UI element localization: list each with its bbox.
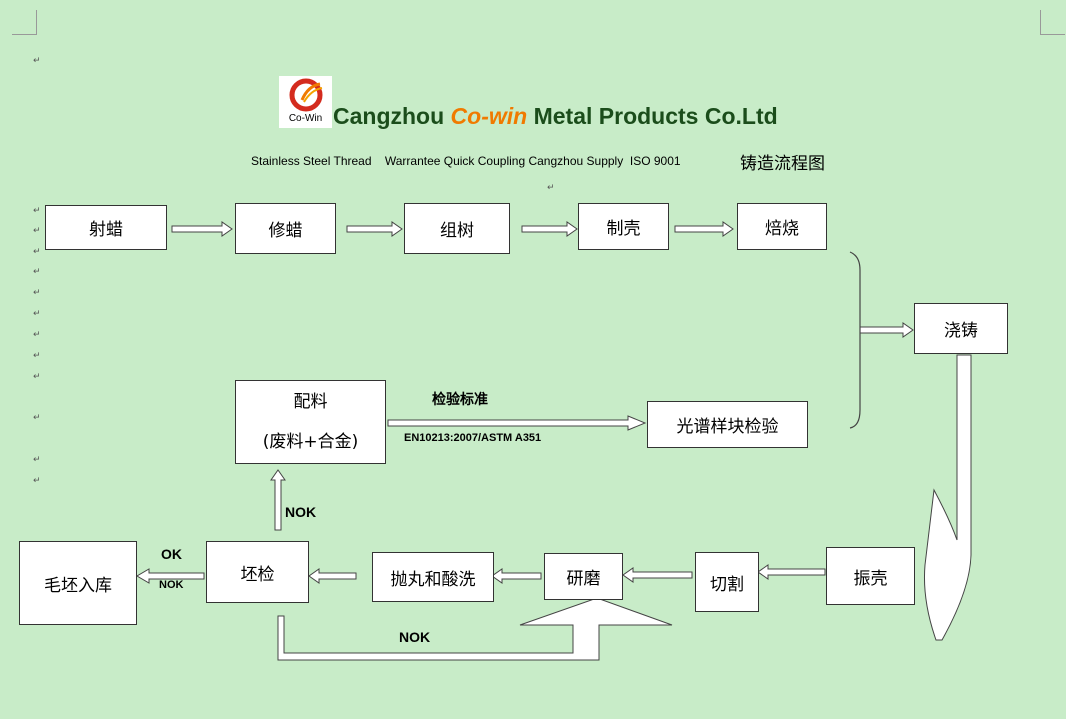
step-pouring: 浇铸 [914, 303, 1008, 354]
batching-line-1: 配料 [293, 392, 328, 412]
arrow-right [674, 221, 734, 237]
step-tree-assembly: 组树 [404, 203, 510, 254]
step-shell-making: 制壳 [578, 203, 669, 250]
paragraph-mark: ↵ [33, 330, 41, 340]
step-spectral-test: 光谱样块检验 [647, 401, 808, 448]
paragraph-mark: ↵ [33, 413, 41, 423]
subtitle: Stainless Steel Thread Warrantee Quick C… [251, 154, 681, 168]
paragraph-mark: ↵ [33, 455, 41, 465]
standard-codes-label: EN10213:2007/ASTM A351 [404, 432, 542, 444]
arrow-left [622, 567, 693, 583]
paragraph-mark: ↵ [33, 351, 41, 361]
paragraph-mark: ↵ [33, 309, 41, 319]
arrow-left [308, 568, 357, 584]
step-cutting: 切割 [695, 552, 759, 612]
title-part-1: Cangzhou [333, 103, 451, 129]
nok-bottom-label: NOK [399, 629, 431, 645]
ok-label: OK [161, 546, 182, 562]
batching-line-2: (废料+合金) [262, 432, 359, 452]
arrow-right [387, 415, 647, 431]
corner-mark-top-left [12, 10, 37, 35]
arrow-left [757, 564, 826, 580]
title-part-2: Metal Products Co.Ltd [527, 103, 778, 129]
inspection-standard-label: 检验标准 [432, 391, 488, 407]
paragraph-mark: ↵ [33, 226, 41, 236]
title-accent: Co-win [450, 103, 528, 129]
arrow-right [346, 221, 403, 237]
arrow-left [136, 568, 205, 584]
step-batching: 配料 (废料+合金) [235, 380, 386, 464]
paragraph-mark: ↵ [33, 372, 41, 382]
paragraph-mark: ↵ [33, 56, 41, 66]
arrow-down-curved [924, 354, 972, 641]
arrow-right [171, 221, 233, 237]
page-title: Cangzhou Co-win Metal Products Co.Ltd [333, 103, 778, 130]
nok-storage-label: NOK [159, 579, 184, 591]
nok-up-label: NOK [285, 504, 317, 520]
paragraph-mark: ↵ [33, 206, 41, 216]
company-logo: Co-Win [279, 76, 332, 128]
step-blank-storage: 毛坯入库 [19, 541, 137, 625]
flow-chart-title: 铸造流程图 [740, 154, 825, 174]
step-wax-injection: 射蜡 [45, 205, 167, 250]
paragraph-mark: ↵ [33, 288, 41, 298]
step-blank-inspection: 坯检 [206, 541, 309, 603]
bracket-connector [849, 251, 861, 429]
step-roasting: 焙烧 [737, 203, 827, 250]
corner-mark-top-right [1040, 10, 1065, 35]
arrow-loop-back [277, 597, 673, 661]
logo-text: Co-Win [288, 113, 323, 124]
paragraph-mark: ↵ [33, 267, 41, 277]
step-shakeout: 振壳 [826, 547, 915, 605]
paragraph-mark: ↵ [33, 476, 41, 486]
step-shot-blasting-pickling: 抛丸和酸洗 [372, 552, 494, 602]
arrow-right [521, 221, 578, 237]
arrow-up [270, 469, 286, 531]
paragraph-mark: ↵ [547, 183, 555, 193]
paragraph-mark: ↵ [33, 247, 41, 257]
logo-swoosh-icon [289, 78, 322, 112]
arrow-right [859, 322, 914, 338]
arrow-left [491, 568, 542, 584]
step-wax-repair: 修蜡 [235, 203, 336, 254]
step-grinding: 研磨 [544, 553, 623, 600]
